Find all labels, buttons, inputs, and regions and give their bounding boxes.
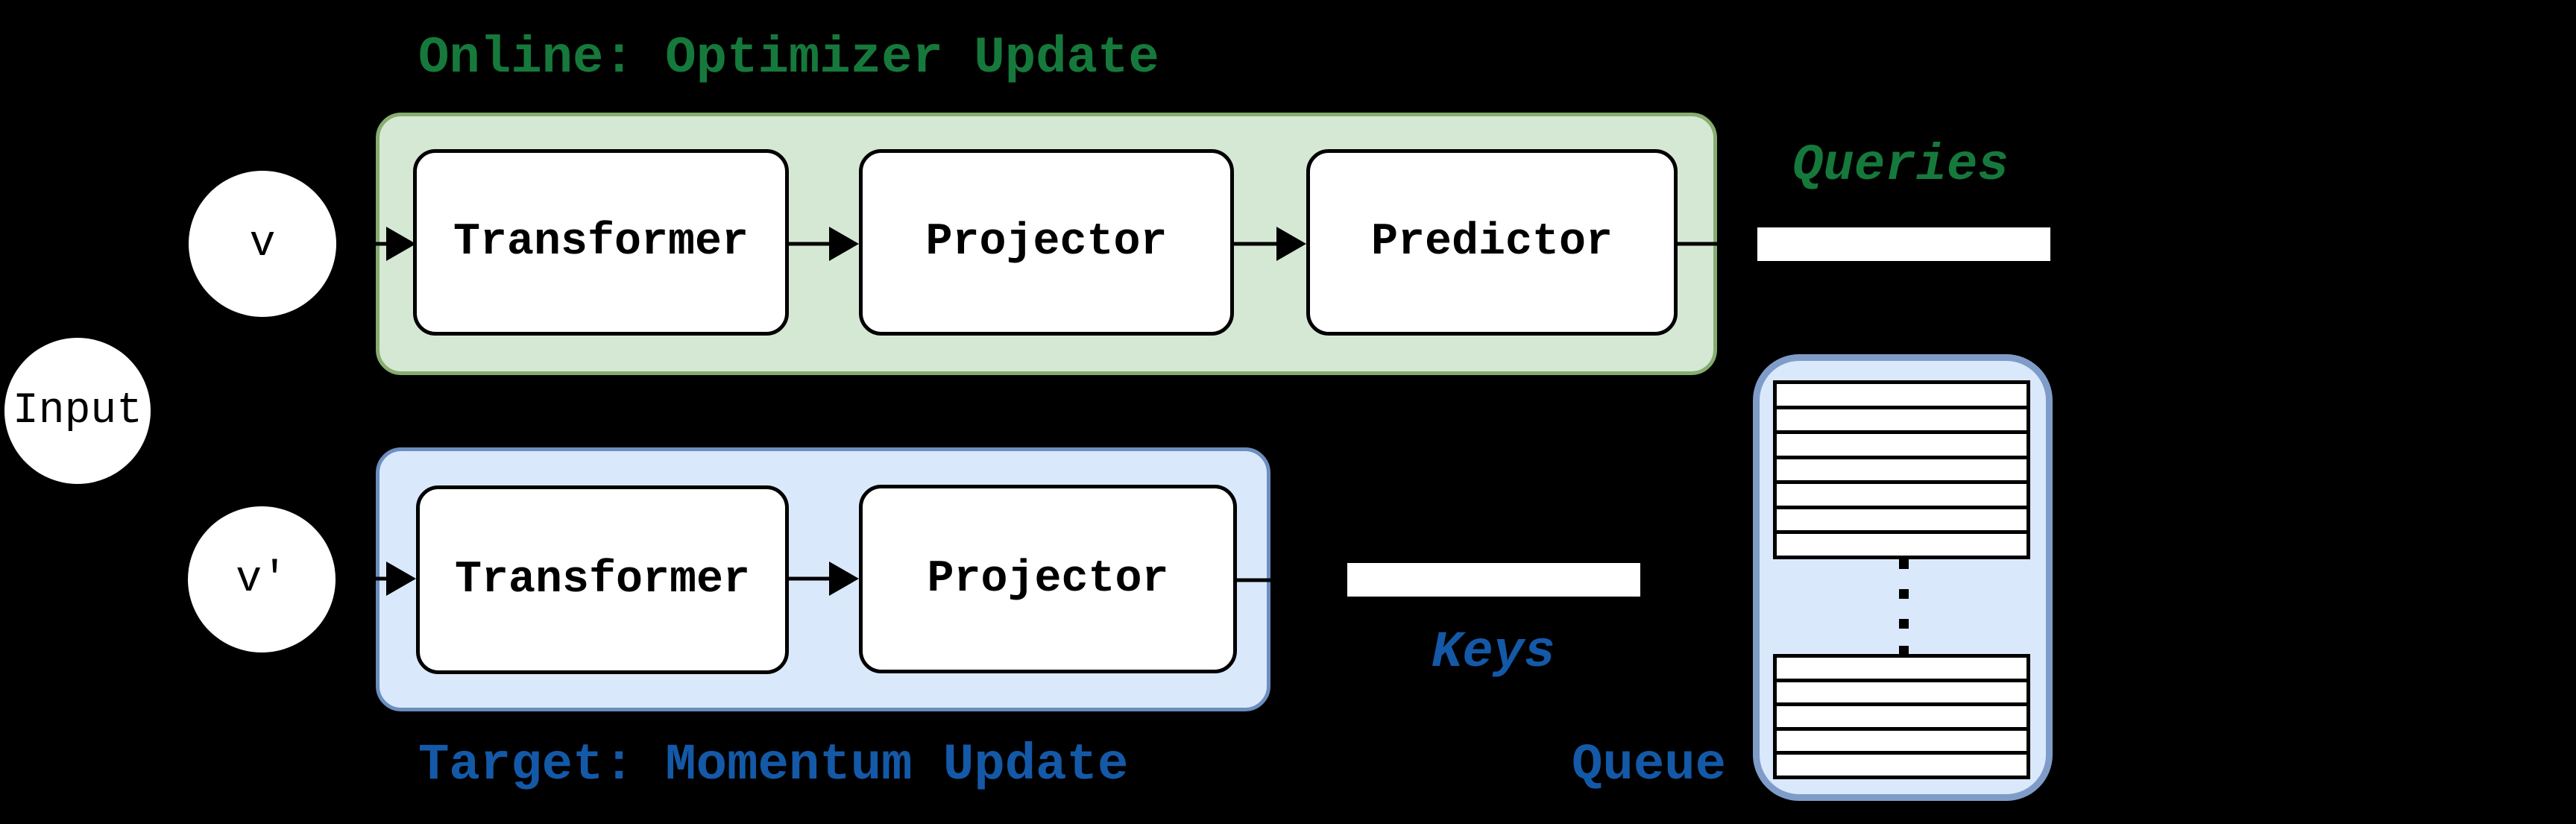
queue-row xyxy=(1777,434,2027,456)
online-projector-block: Projector xyxy=(859,149,1234,336)
queue-row xyxy=(1777,409,2027,431)
queue-row xyxy=(1777,484,2027,506)
target-branch-title: Target: Momentum Update xyxy=(418,736,1129,794)
queue-row xyxy=(1777,706,2027,727)
input-node: Input xyxy=(4,338,151,484)
queue-ellipsis-dot xyxy=(1899,559,1909,569)
online-transformer-block: Transformer xyxy=(413,149,789,336)
queue-row xyxy=(1777,459,2027,481)
queue-ellipsis-dot xyxy=(1899,646,1909,655)
online-branch-title: Online: Optimizer Update xyxy=(418,29,1159,87)
target-transformer-block: Transformer xyxy=(416,485,789,674)
queue-label: Queue xyxy=(1572,736,1727,794)
target-projector-block: Projector xyxy=(859,485,1237,673)
queue-row xyxy=(1777,534,2027,556)
queue-stack-top xyxy=(1773,380,2030,559)
queue-row xyxy=(1777,682,2027,703)
online-view-node: v xyxy=(189,171,336,317)
queue-ellipsis-dot xyxy=(1899,589,1909,599)
target-view-node: v' xyxy=(188,506,336,652)
queue-ellipsis-dot xyxy=(1899,619,1909,629)
queue-row xyxy=(1777,658,2027,679)
keys-vector-bar xyxy=(1347,563,1640,597)
queries-label: Queries xyxy=(1792,136,2009,195)
online-predictor-block: Predictor xyxy=(1306,149,1678,336)
queue-row xyxy=(1777,384,2027,406)
queue-row xyxy=(1777,509,2027,531)
queue-row xyxy=(1777,730,2027,752)
keys-label: Keys xyxy=(1432,623,1555,682)
queue-row xyxy=(1777,755,2027,776)
queries-vector-bar xyxy=(1757,227,2050,261)
queue-stack-bottom xyxy=(1773,654,2030,779)
